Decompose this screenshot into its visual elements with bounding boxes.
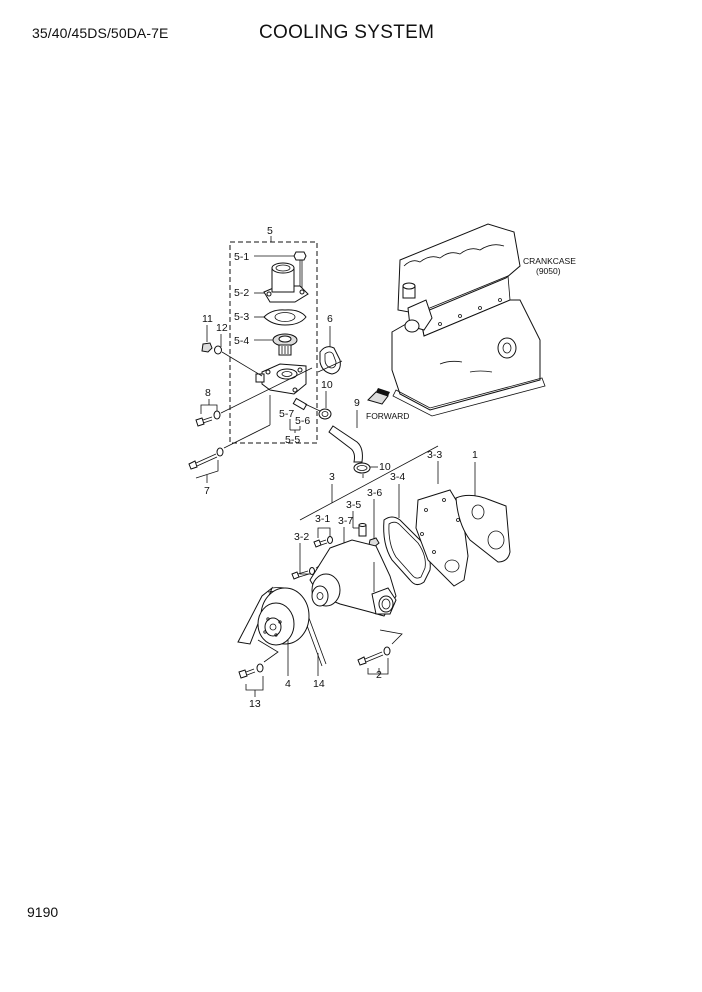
pulley-belt-group: 4 14 [237,586,327,690]
callout-3-3: 3-3 [427,449,442,461]
callout-12: 12 [216,322,228,334]
callout-10-upper: 10 [321,379,333,391]
bolt-icon [293,251,307,290]
model-number: 35/40/45DS/50DA-7E [32,25,169,41]
crankcase-engine-block [391,223,546,417]
callout-14: 14 [313,678,325,690]
water-pump-callout-tree: 3 10 3-3 1 3-4 3-6 3-5 3-1 3-7 3-2 [294,445,478,575]
washer-icon [216,447,224,457]
bolt-icon [291,571,300,580]
plate-gasket-icon [455,494,511,563]
washer-icon [213,410,221,420]
pump-gasket-icon [383,516,431,586]
bolt-13-group: 13 [238,639,279,710]
washer-icon [256,663,264,673]
clamp-upper-group: 10 [304,379,333,420]
gasket-icon [263,309,307,326]
gasket-6-group: 6 [317,313,343,375]
hose-clamp-icon [353,462,371,474]
callout-2: 2 [376,669,382,681]
callout-3-5: 3-5 [346,499,361,511]
callout-3: 3 [329,471,335,483]
callout-8: 8 [205,387,211,399]
bolt-icon [238,669,248,679]
washer-icon [214,345,222,355]
hose-icon [328,425,363,463]
bolt-3-1-group [313,536,333,548]
nut-washer-group: 11 12 [201,313,263,377]
callout-7: 7 [204,485,210,497]
bolt-icon [195,417,205,427]
callout-5-7: 5-7 [279,408,294,420]
callout-5-3: 5-3 [234,311,249,323]
thermostat-housing-icon [255,363,307,395]
callout-4: 4 [285,678,291,690]
callout-3-2: 3-2 [294,531,309,543]
bolt-icon [357,656,367,666]
stud-icon [292,397,308,411]
washer-icon [383,646,391,656]
thermostat-icon [272,333,298,356]
page-title: COOLING SYSTEM [259,22,435,43]
hose-clamp-icon [318,408,332,420]
page-number: 9190 [27,904,59,920]
thermostat-cover-icon [263,262,309,303]
hose-group: 9 [328,397,363,463]
callout-5-6: 5-6 [295,415,310,427]
forward-label: FORWARD [366,411,409,421]
washer-icon [327,536,333,544]
callout-3-7: 3-7 [338,515,353,527]
washer-icon [309,567,315,575]
callout-1: 1 [472,449,478,461]
assembly-dashed-box [229,241,318,444]
back-plate-icon [415,489,469,587]
callout-3-4: 3-4 [390,471,405,483]
callout-5-5: 5-5 [285,434,300,446]
callout-10-lower: 10 [379,461,391,473]
callout-5-1: 5-1 [234,251,249,263]
callout-5-4: 5-4 [234,335,249,347]
thermostat-assembly-group: 5 5-1 5-2 5-3 5-4 [229,225,318,446]
callout-5: 5 [267,225,273,237]
callout-3-6: 3-6 [367,487,382,499]
bolt-8-group: 8 [195,367,313,427]
callout-5-2: 5-2 [234,287,249,299]
bolt-7-group: 7 [188,395,271,497]
callout-9: 9 [354,397,360,409]
callout-3-1: 3-1 [315,513,330,525]
forward-direction-indicator: FORWARD [366,388,409,421]
bolt-icon [313,539,322,548]
nut-icon [201,342,213,353]
callout-11: 11 [202,313,213,325]
callout-13: 13 [249,698,261,710]
crankcase-code: (9050) [536,266,561,276]
callout-6: 6 [327,313,333,325]
bolt-icon [188,460,198,470]
water-pump-body-icon [309,539,397,617]
bolt-2-group: 2 [357,629,403,681]
crankcase-label: CRANKCASE [523,256,576,266]
